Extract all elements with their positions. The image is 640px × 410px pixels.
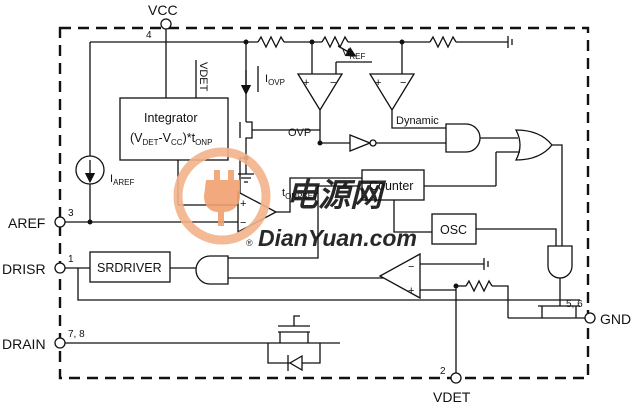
pin-vcc: VCC 4 xyxy=(146,2,178,41)
pin-drisr: DRISR 1 xyxy=(2,254,74,277)
svg-text:VDET: VDET xyxy=(433,389,471,405)
gnd-mosfet xyxy=(77,268,585,319)
pin-vdet: VDET 2 xyxy=(433,366,471,405)
pin-aref: AREF 3 xyxy=(8,208,74,231)
integrator-block: Integrator (VDET-VCC)*tONP VDET xyxy=(119,42,238,206)
svg-text:−: − xyxy=(400,77,406,89)
drain-mosfet xyxy=(65,315,340,372)
srdriver-block: SRDRIVER xyxy=(65,251,196,283)
watermark-logo-icon xyxy=(173,147,271,245)
vdet-path xyxy=(453,279,509,373)
svg-text:1: 1 xyxy=(68,254,74,265)
svg-text:OSC: OSC xyxy=(440,223,467,237)
osc-block: OSC xyxy=(431,213,557,246)
pin-drain: DRAIN 7, 8 xyxy=(2,329,85,352)
svg-text:−: − xyxy=(240,217,246,229)
svg-text:VREF: VREF xyxy=(342,47,365,61)
chip-boundary xyxy=(58,26,590,380)
svg-text:SRDRIVER: SRDRIVER xyxy=(97,261,162,275)
svg-text:Dynamic: Dynamic xyxy=(396,115,439,127)
svg-text:tONPSET: tONPSET xyxy=(282,187,318,201)
counter-block: Counter xyxy=(228,169,496,259)
svg-text:AREF: AREF xyxy=(8,215,45,231)
watermark-en: DianYuan.com xyxy=(258,225,417,251)
svg-text:2: 2 xyxy=(440,366,446,377)
svg-text:4: 4 xyxy=(146,30,152,41)
top-rail: VREF xyxy=(90,29,513,61)
svg-text:IOVP: IOVP xyxy=(265,73,285,87)
watermark-cn: 电源网 xyxy=(286,177,387,213)
pin-gnd: GND 5, 6 xyxy=(566,299,631,327)
ovp-comparator: + − OVP xyxy=(288,42,372,144)
inverter xyxy=(349,134,446,152)
svg-text:VDET: VDET xyxy=(197,62,209,92)
svg-text:GND: GND xyxy=(600,311,631,327)
svg-text:VCC: VCC xyxy=(148,2,178,18)
svg-text:(VDET-VCC)*tONP: (VDET-VCC)*tONP xyxy=(130,131,212,147)
watermark: 电源网 DianYuan.com ® xyxy=(173,147,417,251)
watermark-reg: ® xyxy=(246,238,253,248)
svg-text:+: + xyxy=(240,198,246,210)
svg-text:+: + xyxy=(375,77,381,89)
svg-text:IAREF: IAREF xyxy=(110,173,135,187)
svg-text:OVP: OVP xyxy=(288,127,311,139)
or-gate xyxy=(495,129,563,246)
svg-text:+: + xyxy=(408,285,414,297)
svg-text:DRISR: DRISR xyxy=(2,261,46,277)
and-gate-right xyxy=(547,245,573,302)
svg-text:7, 8: 7, 8 xyxy=(68,329,85,340)
svg-text:Counter: Counter xyxy=(369,179,413,193)
svg-text:+: + xyxy=(303,77,309,89)
svg-text:3: 3 xyxy=(68,208,74,219)
aref-current-source: IAREF xyxy=(65,42,160,225)
and-gate-top xyxy=(445,123,518,153)
vdet-comparator: − + xyxy=(378,252,489,300)
svg-text:Integrator: Integrator xyxy=(144,111,198,125)
svg-text:5, 6: 5, 6 xyxy=(566,299,583,310)
svg-text:DRAIN: DRAIN xyxy=(2,336,46,352)
svg-text:−: − xyxy=(408,261,414,273)
dynamic-comparator: + − Dynamic xyxy=(368,42,446,129)
svg-text:−: − xyxy=(330,77,336,89)
and-gate-middle xyxy=(195,255,390,285)
